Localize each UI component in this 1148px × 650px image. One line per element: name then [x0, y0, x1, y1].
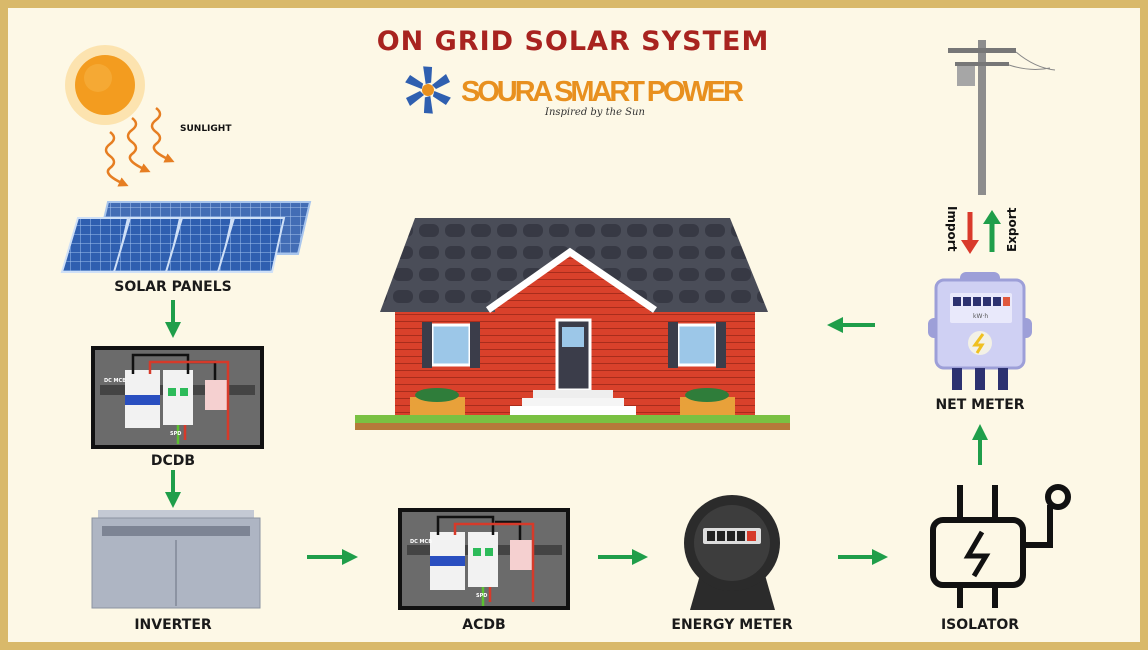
energy-meter-label: ENERGY METER — [671, 617, 792, 633]
brand-name: SOURA SMART POWER — [461, 76, 744, 108]
acdb-label: ACDB — [462, 617, 505, 633]
export-arrow-icon — [983, 210, 1001, 252]
sunlight-label: SUNLIGHT — [180, 124, 232, 134]
brand-tagline: Inspired by the Sun — [544, 107, 645, 118]
utility-pole-icon — [948, 40, 1056, 195]
brand-logo: SOURA SMART POWER Inspired by the Sun — [405, 66, 744, 118]
export-label: Export — [1005, 207, 1019, 252]
acdb-spd-text: SPD — [476, 593, 487, 599]
import-label: Import — [945, 206, 959, 252]
inverter-label: INVERTER — [134, 617, 212, 633]
energy-meter-icon — [684, 495, 780, 610]
logo-pinwheel-icon — [405, 66, 451, 114]
page-title: ON GRID SOLAR SYSTEM — [377, 26, 770, 57]
inverter-icon — [91, 510, 261, 609]
net-meter-unit-text: kW·h — [973, 313, 988, 320]
dcdb-label: DCDB — [151, 453, 195, 469]
isolator-icon — [930, 484, 1071, 608]
dcdb-spd-text: SPD — [170, 431, 181, 437]
sunlight-rays — [104, 107, 175, 187]
dcdb-mcb-text: DC MCB — [104, 378, 126, 384]
flow-arrows — [165, 300, 988, 565]
solar-panels-label: SOLAR PANELS — [114, 279, 232, 295]
house-icon — [355, 218, 790, 430]
dcdb-icon: DC MCB SPD — [91, 346, 264, 449]
sun-icon — [65, 45, 145, 125]
net-meter-icon: kW·h — [928, 272, 1032, 390]
import-arrow-icon — [961, 212, 979, 254]
isolator-label: ISOLATOR — [941, 617, 1019, 633]
solar-panels-icon — [60, 201, 312, 273]
acdb-mcb-text: DC MCB — [410, 539, 432, 545]
acdb-icon: DC MCB SPD — [398, 508, 570, 610]
net-meter-label: NET METER — [935, 397, 1024, 413]
